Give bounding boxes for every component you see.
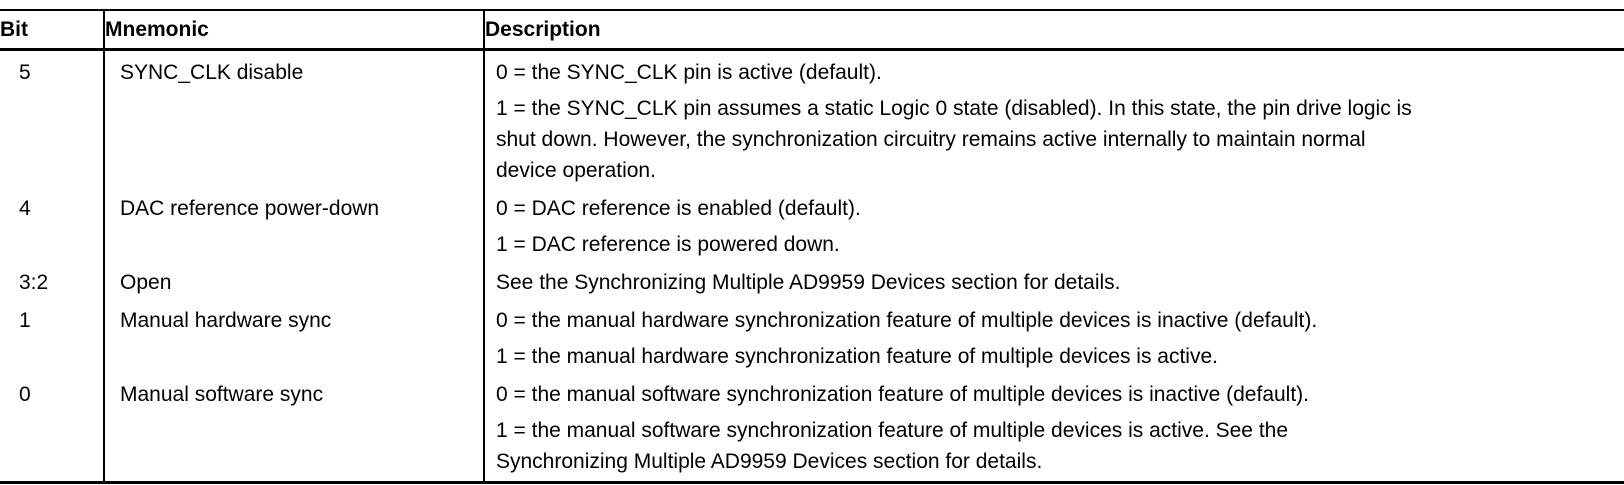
description-cell: See the Synchronizing Multiple AD9959 De… — [483, 261, 1624, 299]
description-cell: 0 = DAC reference is enabled (default). … — [483, 187, 1624, 261]
description-paragraph: 0 = the SYNC_CLK pin is active (default)… — [496, 61, 882, 84]
column-header-description: Description — [483, 9, 1624, 51]
description-paragraph: 1 = the manual hardware synchronization … — [496, 345, 1218, 368]
bit-cell: 5 — [19, 61, 31, 84]
bit-cell: 4 — [19, 197, 31, 220]
mnemonic-cell: Open — [103, 261, 484, 299]
description-cell: 0 = the manual hardware synchronization … — [483, 299, 1624, 373]
description-paragraph: 1 = the manual software synchronization … — [496, 419, 1289, 473]
description-cell: 0 = the SYNC_CLK pin is active (default)… — [483, 49, 1624, 187]
description-paragraph: 1 = DAC reference is powered down. — [496, 233, 840, 256]
description-paragraph: 0 = the manual hardware synchronization … — [496, 309, 1318, 332]
table-header-row: Bit Mnemonic Description — [0, 9, 1624, 51]
register-bit-description-table: Bit Mnemonic Description 5 SYNC_CLK disa… — [0, 9, 1624, 484]
bit-cell: 0 — [19, 383, 31, 406]
bit-cell: 1 — [19, 309, 31, 332]
table-row-bit-1: 1 Manual hardware sync 0 = the manual ha… — [0, 299, 1624, 373]
description-cell: 0 = the manual software synchronization … — [483, 373, 1624, 483]
mnemonic-cell: Manual hardware sync — [103, 299, 484, 373]
column-header-bit: Bit — [0, 9, 104, 51]
description-paragraph: 1 = the SYNC_CLK pin assumes a static Lo… — [496, 97, 1412, 182]
mnemonic-cell: SYNC_CLK disable — [103, 49, 484, 187]
column-header-mnemonic: Mnemonic — [103, 9, 484, 51]
description-paragraph: 0 = the manual software synchronization … — [496, 383, 1310, 406]
mnemonic-cell: DAC reference power-down — [103, 187, 484, 261]
bit-cell: 3:2 — [19, 271, 49, 294]
table-row-bit-3-2: 3:2 Open See the Synchronizing Multiple … — [0, 261, 1624, 299]
mnemonic-cell: Manual software sync — [103, 373, 484, 483]
table-row-bit-5: 5 SYNC_CLK disable 0 = the SYNC_CLK pin … — [0, 49, 1624, 187]
table-row-bit-4: 4 DAC reference power-down 0 = DAC refer… — [0, 187, 1624, 261]
description-paragraph: 0 = DAC reference is enabled (default). — [496, 197, 861, 220]
table-row-bit-0: 0 Manual software sync 0 = the manual so… — [0, 373, 1624, 483]
description-paragraph: See the Synchronizing Multiple AD9959 De… — [496, 271, 1121, 294]
